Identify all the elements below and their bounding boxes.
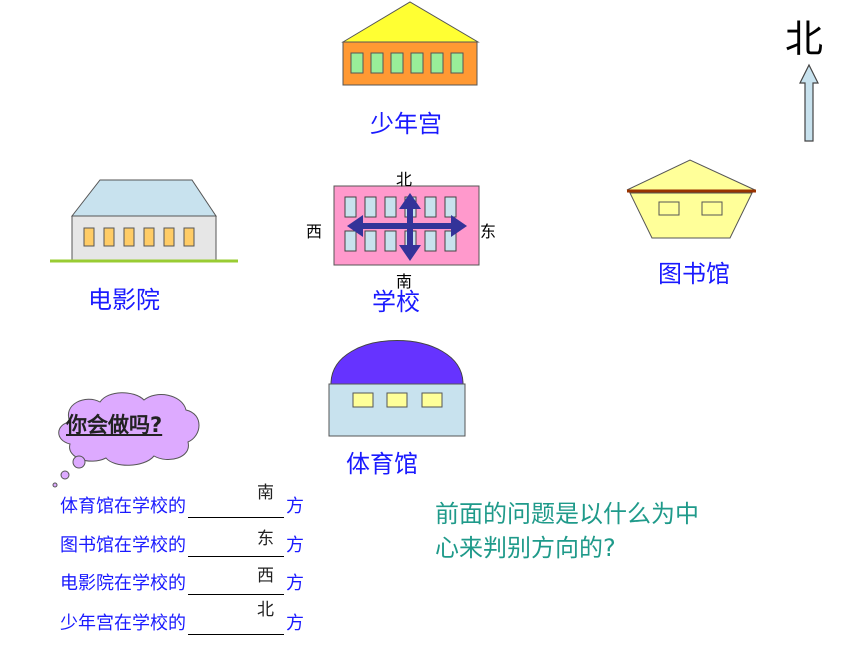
answer-text: 南	[257, 483, 274, 503]
answer-blank[interactable]	[188, 538, 284, 557]
compass: 北	[785, 8, 835, 142]
question-row: 少年宫在学校的方	[60, 613, 304, 635]
school-label: 学校	[372, 288, 420, 316]
question-row: 电影院在学校的方	[60, 573, 304, 595]
compass-arrow-icon	[799, 63, 819, 142]
gym-label: 体育馆	[346, 450, 418, 478]
gym-building	[328, 340, 466, 437]
youth-palace-building	[341, 1, 480, 86]
school-west-label: 西	[306, 222, 323, 241]
prompt-line-2: 心来判别方向的?	[435, 534, 616, 562]
cinema-label: 电影院	[88, 286, 160, 314]
school-east-label: 东	[480, 222, 497, 241]
question-row: 图书馆在学校的方	[60, 535, 304, 557]
compass-north-label: 北	[785, 17, 824, 61]
prompt-line-1: 前面的问题是以什么为中	[435, 500, 699, 528]
school-north-label: 北	[396, 170, 413, 189]
cinema-building	[50, 179, 238, 263]
answer-text: 北	[257, 600, 274, 620]
question-row: 体育馆在学校的方	[60, 496, 304, 518]
answer-text: 东	[257, 529, 274, 549]
answer-blank[interactable]	[188, 576, 284, 595]
library-building	[626, 159, 756, 239]
school-building	[333, 185, 480, 266]
answer-blank[interactable]	[188, 616, 284, 635]
answer-blank[interactable]	[188, 499, 284, 518]
library-label: 图书馆	[658, 260, 730, 288]
thought-bubble	[52, 392, 200, 488]
school-south-label: 南	[396, 272, 413, 291]
answer-text: 西	[257, 566, 274, 586]
youth-palace-label: 少年宫	[370, 110, 442, 138]
bubble-text: 你会做吗?	[66, 413, 163, 437]
